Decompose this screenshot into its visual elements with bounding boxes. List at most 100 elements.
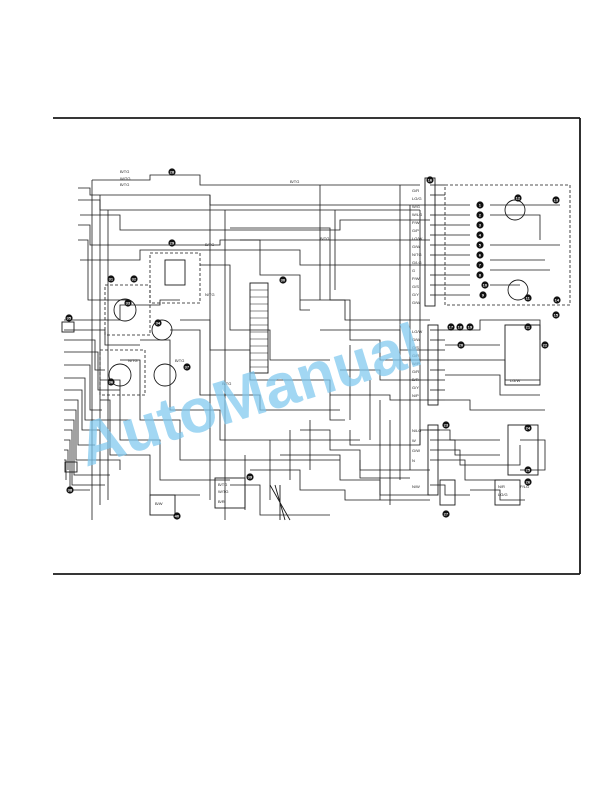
connector-label: G/LG <box>412 260 422 265</box>
left-label: B/TG <box>120 169 129 174</box>
component-marker: 4 <box>476 231 484 239</box>
left-label: N/TG <box>128 358 138 363</box>
component-marker: 13 <box>552 196 560 204</box>
component-number: 13 <box>554 197 559 202</box>
misc-label: B/W <box>155 501 163 506</box>
component-number: 12 <box>516 195 521 200</box>
component-number: 40 <box>175 513 180 518</box>
left-label: B/TG <box>120 182 129 187</box>
misc-label: N/R <box>498 484 505 489</box>
component-number: 29 <box>170 240 175 245</box>
connector-label: N/TG <box>412 252 422 257</box>
component-number: 27 <box>444 511 449 516</box>
connector-label: G/W <box>412 300 420 305</box>
connector-label: G/R <box>412 369 419 374</box>
connector-label: G/R <box>412 353 419 358</box>
component-marker: 35 <box>65 314 73 322</box>
component-number: 21 <box>526 324 531 329</box>
left-label: W/TG <box>120 176 130 181</box>
component-marker: 19 <box>466 323 474 331</box>
component-marker: 10 <box>481 281 489 289</box>
component-number: 2 <box>479 212 482 217</box>
connector-label: G/S <box>412 284 419 289</box>
component-marker: 24 <box>524 424 532 432</box>
component-marker: 38 <box>66 486 74 494</box>
component-number: 11 <box>526 295 531 300</box>
component-marker: 17 <box>447 323 455 331</box>
connector-label: N/W <box>412 484 420 489</box>
component-number: 10 <box>483 282 488 287</box>
misc-label: LG/W <box>510 378 520 383</box>
component-number: 15 <box>554 312 559 317</box>
component-number: 16 <box>428 177 433 182</box>
component-number: 1 <box>479 202 482 207</box>
wire-harness <box>64 174 560 520</box>
misc-label: B/R <box>218 499 225 504</box>
misc-label: B/TG <box>218 482 227 487</box>
frame-lines <box>53 117 581 575</box>
component-number: 37 <box>185 364 190 369</box>
connector-label: G <box>412 268 415 273</box>
component-marker: 37 <box>183 363 191 371</box>
component-marker: 39 <box>246 473 254 481</box>
component-number: 5 <box>479 242 482 247</box>
connector-label: G/W <box>412 244 420 249</box>
component-number: 14 <box>555 297 560 302</box>
connector-label: N/P <box>412 393 419 398</box>
component-marker: 25 <box>524 466 532 474</box>
component-number: 39 <box>248 474 253 479</box>
component-markers-top-right: 1 2 3 4 5 6 7 8 9 10 11 12 13 14 15 16 <box>426 176 561 319</box>
left-label: B/TG <box>290 179 299 184</box>
component-number: 35 <box>67 315 72 320</box>
component-marker: 33 <box>124 299 132 307</box>
component-marker: 31 <box>107 275 115 283</box>
component-number: 9 <box>482 292 485 297</box>
component-marker: 34 <box>154 319 162 327</box>
component-number: 23 <box>444 422 449 427</box>
misc-label: LG/G <box>498 492 508 497</box>
component-marker: 8 <box>476 271 484 279</box>
connector-label: G/R <box>412 188 419 193</box>
component-marker: 27 <box>442 510 450 518</box>
connector-label: G/P <box>412 228 419 233</box>
lower-right-connector-labels: N/LG W G/W N N/W <box>412 428 421 489</box>
component-number: 24 <box>526 425 531 430</box>
component-marker: 6 <box>476 251 484 259</box>
connector-label: G/Y <box>412 385 419 390</box>
connector-label: B/R <box>412 377 419 382</box>
misc-labels: B/TG W/TG B/R LG/W N/R LG/G P/LG B/W <box>155 378 529 506</box>
dashed-enclosures <box>99 184 571 396</box>
component-marker: 7 <box>476 261 484 269</box>
misc-label: W/TG <box>218 489 228 494</box>
component-number: 25 <box>526 467 531 472</box>
connector-label: N <box>412 458 415 463</box>
connector-label: W/LG <box>412 212 422 217</box>
connector-label: LG/W <box>412 329 422 334</box>
left-label: N/TG <box>205 292 215 297</box>
component-marker: 26 <box>524 478 532 486</box>
left-label: B/TG <box>205 242 214 247</box>
mid-right-connector-labels: LG/W G/W G/S G/R W/P G/R B/R G/Y N/P <box>412 329 422 398</box>
component-marker: 22 <box>541 341 549 349</box>
component-number: 7 <box>479 262 482 267</box>
component-marker: 36 <box>107 378 115 386</box>
component-markers-left: 28 29 30 31 32 33 34 35 36 37 38 39 40 <box>65 168 287 520</box>
component-number: 4 <box>479 232 482 237</box>
connector-label: G/S <box>412 345 419 350</box>
component-marker: 11 <box>524 294 532 302</box>
connector-label: G/W <box>412 448 420 453</box>
component-marker: 29 <box>168 239 176 247</box>
component-number: 34 <box>156 320 161 325</box>
component-number: 3 <box>479 222 482 227</box>
left-label: B/TG <box>320 236 329 241</box>
connector-label: G/Y <box>412 292 419 297</box>
component-marker: 9 <box>479 291 487 299</box>
component-marker: 20 <box>457 341 465 349</box>
component-number: 19 <box>468 324 473 329</box>
component-marker: 21 <box>524 323 532 331</box>
connector-label: W/G <box>412 204 420 209</box>
component-number: 32 <box>132 276 137 281</box>
component-number: 38 <box>68 487 73 492</box>
component-marker: 5 <box>476 241 484 249</box>
component-marker: 40 <box>173 512 181 520</box>
